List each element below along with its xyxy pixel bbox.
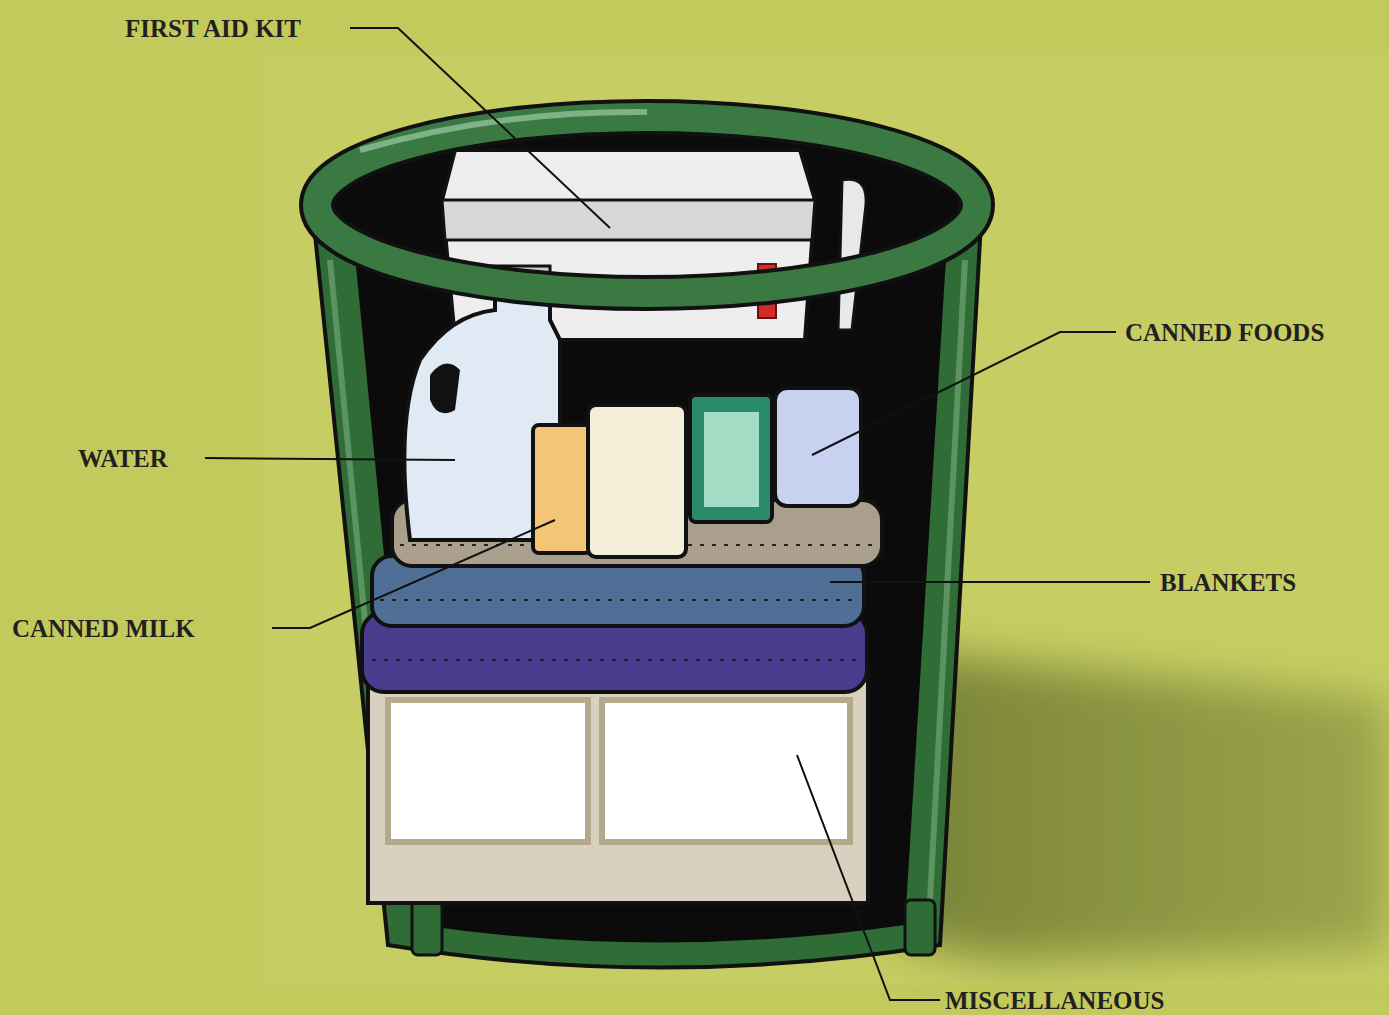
part-label: CANNED MILK	[12, 616, 195, 641]
can-label	[704, 412, 759, 507]
can-rim	[317, 117, 977, 293]
rim-outline	[317, 117, 977, 293]
can-leg	[905, 900, 935, 955]
part-label: MISCELLANEOUS	[945, 988, 1165, 1013]
milk-can	[533, 425, 591, 553]
food-can	[775, 388, 861, 506]
leader-line	[797, 755, 940, 1000]
can-leg	[412, 900, 442, 955]
leader-line	[812, 332, 1116, 455]
part-label: FIRST AID KIT	[125, 16, 301, 41]
leader-line	[830, 581, 1150, 583]
part-label: BLANKETS	[1160, 570, 1296, 595]
part-label: CANNED FOODS	[1125, 320, 1324, 345]
jug-handle	[430, 364, 460, 414]
box-panel	[388, 700, 588, 842]
rim-highlight	[360, 112, 647, 150]
leader-line	[205, 458, 455, 460]
box-panel	[602, 700, 850, 842]
leader-line	[272, 520, 555, 628]
part-label: WATER	[78, 446, 168, 471]
backdrop-panel	[265, 55, 1389, 985]
drop-shadow	[880, 650, 1389, 960]
misc-box	[368, 668, 868, 903]
first-aid-lid	[442, 200, 815, 240]
food-can	[588, 405, 686, 557]
blanket-texture	[372, 545, 880, 660]
food-can	[690, 395, 772, 522]
can-rib	[930, 260, 965, 900]
leader-line	[350, 28, 610, 228]
